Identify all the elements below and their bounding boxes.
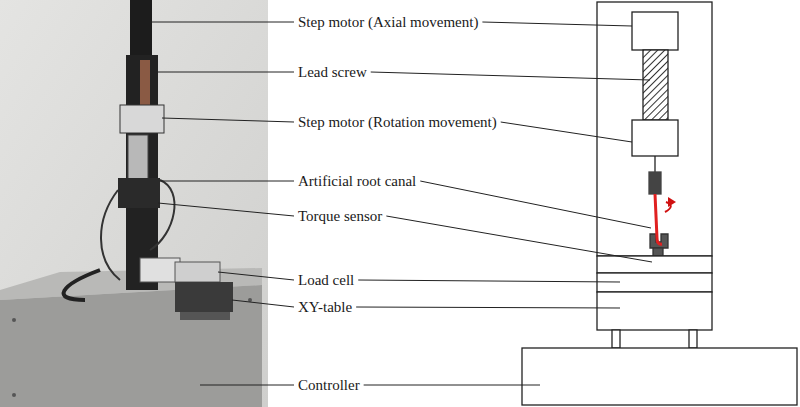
- xy-table: [175, 282, 233, 312]
- part-label: Lead screw: [298, 63, 367, 81]
- leader-line: [200, 385, 294, 386]
- shaft: [654, 156, 655, 172]
- cable: [64, 270, 100, 300]
- tower-column: [126, 55, 158, 290]
- canal-block: [650, 234, 668, 248]
- load-cell-plate: [597, 273, 712, 292]
- leader-line: [218, 272, 294, 280]
- leg: [689, 330, 697, 348]
- rotation-motor: [120, 105, 164, 133]
- coupling: [128, 135, 148, 180]
- leader-line: [482, 22, 632, 26]
- part-label: Controller: [298, 376, 360, 394]
- xy-table: [180, 312, 230, 320]
- tower-motor: [130, 0, 152, 60]
- schematic: [522, 2, 797, 405]
- leader-line: [358, 280, 620, 282]
- canal-holder: [653, 248, 663, 256]
- controller-box: [522, 348, 797, 405]
- cable: [101, 190, 120, 280]
- leader-line: [156, 72, 294, 73]
- rotation-motor: [632, 120, 678, 156]
- leader-line: [162, 118, 294, 122]
- photo: [0, 0, 268, 407]
- part-label: Step motor (Axial movement): [298, 13, 478, 31]
- part-label: Load cell: [298, 271, 354, 289]
- leader-line: [356, 307, 620, 308]
- leader-line: [364, 385, 540, 386]
- screw: [12, 393, 16, 397]
- leader-line: [150, 22, 294, 23]
- cable: [150, 180, 174, 250]
- leader-line: [371, 72, 650, 80]
- part-label: Step motor (Rotation movement): [298, 113, 497, 131]
- load-cell: [140, 258, 180, 282]
- part-label: Torque sensor: [298, 207, 382, 225]
- leader-line: [501, 122, 632, 142]
- file: [655, 194, 662, 244]
- lead-screw: [643, 50, 668, 120]
- part-label: XY-table: [298, 298, 352, 316]
- chuck: [649, 172, 661, 194]
- photo-background: [0, 0, 268, 407]
- leader-line: [232, 300, 294, 307]
- torque-sensor-plate: [597, 256, 712, 273]
- leader-line: [420, 181, 651, 228]
- rotation-arrowhead: [668, 197, 676, 207]
- leader-line: [386, 216, 652, 262]
- leader-line: [158, 203, 294, 216]
- xy-table-plate: [597, 292, 712, 330]
- part-label: Artificial root canal: [298, 172, 416, 190]
- leader-line: [160, 181, 294, 182]
- axial-motor: [632, 12, 678, 50]
- torque-sensor: [118, 178, 160, 208]
- screw: [12, 318, 16, 322]
- leg: [612, 330, 620, 348]
- frame: [597, 2, 712, 256]
- load-cell: [175, 262, 220, 282]
